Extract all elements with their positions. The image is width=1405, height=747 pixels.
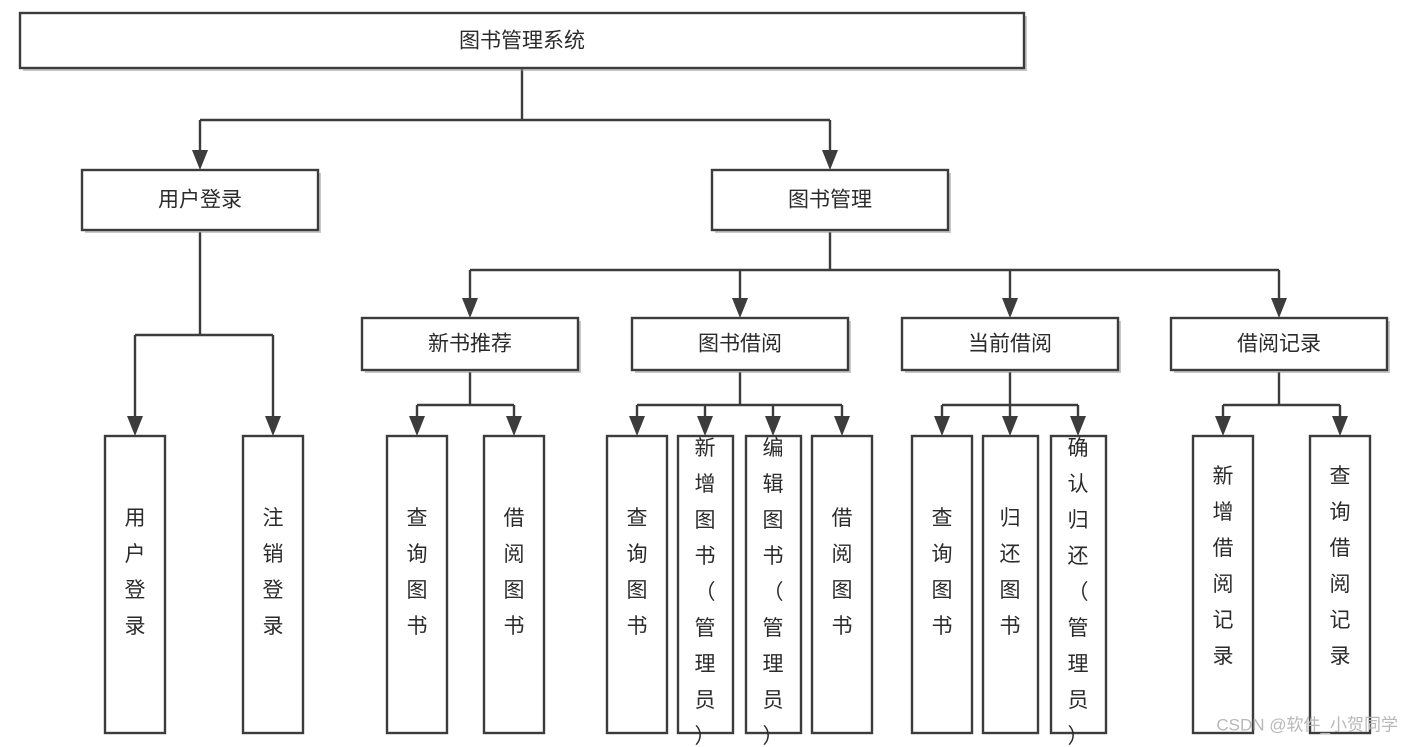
node-borrow-record-label: 借阅记录 (1237, 333, 1321, 356)
leaf-node-user-login-label: 用户登录 (125, 507, 146, 638)
leaf-node-edit-book-label: 编辑图书（管理员） (763, 437, 784, 747)
arrowhead-leaf-9 (1002, 416, 1018, 436)
arrowhead-leaf-11 (1215, 416, 1231, 436)
node-user-login-label: 用户登录 (158, 189, 242, 212)
node-user-login[interactable]: 用户登录 (80, 168, 321, 233)
node-book-management-label: 图书管理 (788, 189, 872, 212)
node-book-borrow-label: 图书借阅 (698, 333, 782, 356)
leaf-node-logout-label: 注销登录 (263, 507, 284, 638)
arrowhead-l2-0 (462, 298, 478, 318)
leaf-node-return-book-label: 归还图书 (1000, 507, 1021, 638)
node-new-book-recommend[interactable]: 新书推荐 (360, 316, 581, 373)
leaf-node-query-book-2-label: 查询图书 (627, 507, 648, 638)
arrowhead-userlogin (192, 150, 208, 170)
leaf-node-query-book-3[interactable]: 查询图书 (910, 434, 974, 735)
node-new-book-recommend-label: 新书推荐 (428, 333, 512, 356)
leaf-node-query-book-3-label: 查询图书 (932, 507, 953, 638)
arrowhead-leaf-4 (629, 416, 645, 436)
leaf-node-query-borrow-record[interactable]: 查询借阅记录 (1308, 434, 1372, 735)
arrowhead-leaf-2 (409, 416, 425, 436)
arrowhead-l2-1 (732, 298, 748, 318)
leaf-node-add-borrow-record-label: 新增借阅记录 (1213, 465, 1234, 668)
node-current-borrow[interactable]: 当前借阅 (900, 316, 1121, 373)
arrowhead-leaf-8 (934, 416, 950, 436)
node-book-management[interactable]: 图书管理 (710, 168, 951, 233)
leaf-node-edit-book[interactable]: 编辑图书（管理员） (744, 434, 803, 747)
arrowhead-l2-3 (1271, 298, 1287, 318)
leaf-node-query-book-1[interactable]: 查询图书 (385, 434, 449, 735)
leaf-node-add-book-label: 新增图书（管理员） (695, 437, 716, 747)
leaf-node-borrow-book-1[interactable]: 借阅图书 (482, 434, 546, 735)
node-book-borrow[interactable]: 图书借阅 (630, 316, 851, 373)
leaf-node-return-book[interactable]: 归还图书 (981, 434, 1040, 735)
leaf-node-confirm-return[interactable]: 确认归还（管理员） (1049, 434, 1108, 747)
arrowhead-leaf-3 (506, 416, 522, 436)
arrowhead-leaf-0 (127, 416, 143, 436)
connector-layer (127, 68, 1348, 436)
node-borrow-record[interactable]: 借阅记录 (1169, 316, 1390, 373)
leaf-node-user-login[interactable]: 用户登录 (103, 434, 167, 735)
leaf-node-confirm-return-label: 确认归还（管理员） (1068, 437, 1089, 747)
arrowhead-l2-2 (1002, 298, 1018, 318)
leaf-node-query-book-1-label: 查询图书 (407, 507, 428, 638)
arrowhead-bookmgmt (822, 150, 838, 170)
arrowhead-leaf-7 (834, 416, 850, 436)
node-root[interactable]: 图书管理系统 (18, 11, 1027, 71)
leaf-node-logout[interactable]: 注销登录 (241, 434, 305, 735)
leaf-node-query-borrow-record-label: 查询借阅记录 (1330, 465, 1351, 668)
arrowhead-leaf-5 (697, 416, 713, 436)
node-current-borrow-label: 当前借阅 (968, 333, 1052, 356)
csdn-watermark: CSDN @软件_小贺同学 (1216, 715, 1398, 734)
leaf-node-borrow-book-2[interactable]: 借阅图书 (810, 434, 874, 735)
leaf-node-add-borrow-record[interactable]: 新增借阅记录 (1191, 434, 1255, 735)
arrowhead-leaf-6 (765, 416, 781, 436)
leaf-node-add-book[interactable]: 新增图书（管理员） (676, 434, 735, 747)
arrowhead-leaf-1 (265, 416, 281, 436)
node-root-label: 图书管理系统 (459, 30, 585, 53)
leaf-node-borrow-book-1-label: 借阅图书 (504, 507, 525, 638)
arrowhead-leaf-12 (1332, 416, 1348, 436)
leaf-node-borrow-book-2-label: 借阅图书 (832, 507, 853, 638)
arrowhead-leaf-10 (1070, 416, 1086, 436)
leaf-node-query-book-2[interactable]: 查询图书 (605, 434, 669, 735)
